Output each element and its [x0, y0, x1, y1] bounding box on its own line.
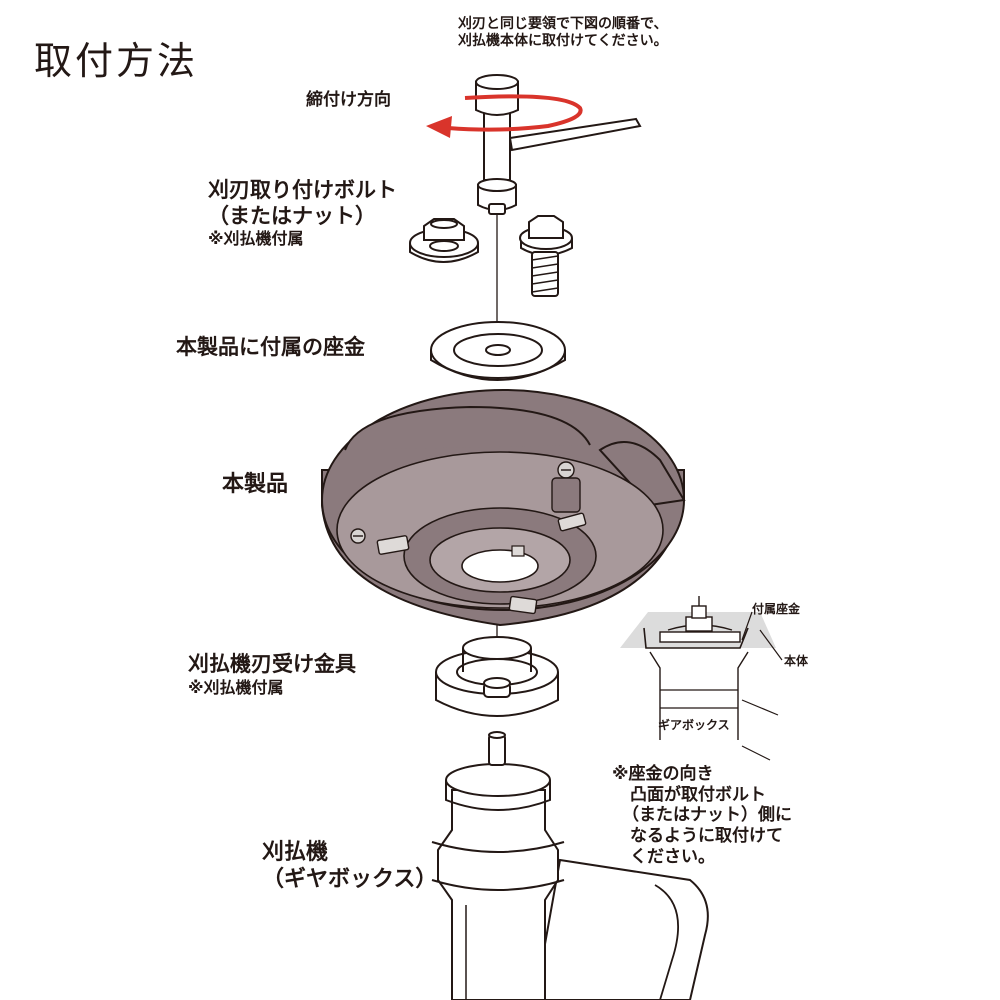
- blade-bolt-name: 刈刃取り付けボルト: [208, 178, 397, 202]
- blade-bolt-note: ※刈払機付属: [208, 229, 304, 249]
- note-line-2: 凸面が取付ボルト: [630, 784, 766, 805]
- blade-bolt-label: 刈刃取り付けボルト （またはナット） ※刈払機付属: [208, 178, 397, 249]
- washer-icon: [430, 321, 566, 381]
- blade-bolt-alt: （またはナット）: [208, 203, 376, 228]
- blade-holder-name: 刈払機刃受け金具: [188, 652, 356, 676]
- inset-body-label: 本体: [784, 654, 809, 668]
- instruction-line-1: 刈刃と同じ要領で下図の順番で、: [458, 16, 668, 32]
- trimmer-name: 刈払機: [262, 840, 329, 865]
- blade-holder-label: 刈払機刃受け金具 ※刈払機付属: [188, 652, 356, 697]
- note-line-1: ※座金の向き: [612, 764, 714, 784]
- tighten-arrow-icon: [426, 94, 583, 138]
- note-line-5: ください。: [630, 846, 715, 867]
- note-line-4: なるように取付けて: [630, 826, 783, 847]
- blade-holder-note: ※刈払機付属: [188, 677, 284, 697]
- trimmer-label: 刈払機 （ギヤボックス）: [262, 840, 437, 894]
- washer-label: 本製品に付属の座金: [176, 335, 365, 359]
- tighten-direction-label: 締付け方向: [306, 90, 391, 110]
- inset-diagram: [620, 596, 783, 761]
- product-label: 本製品: [222, 472, 289, 497]
- note-line-3: （またはナット）側に: [622, 805, 792, 826]
- instruction-line-2: 刈払機本体に取付けてください。: [458, 33, 668, 50]
- cutter-head-icon: [321, 389, 686, 627]
- gearbox-icon: [431, 731, 709, 1000]
- page-title: 取付方法: [34, 39, 199, 83]
- blade-holder-icon: [435, 636, 559, 717]
- trimmer-sub: （ギヤボックス）: [262, 866, 438, 892]
- inset-gearbox-label: ギアボックス: [658, 718, 730, 732]
- flange-nut-icon: [409, 218, 479, 263]
- flange-bolt-icon: [519, 215, 573, 297]
- inset-washer-label: 付属座金: [752, 602, 801, 616]
- instruction-text: 刈刃と同じ要領で下図の順番で、 刈払機本体に取付けてください。: [458, 16, 668, 50]
- washer-orientation-note: ※座金の向き 凸面が取付ボルト （またはナット）側に なるように取付けて くださ…: [612, 764, 792, 868]
